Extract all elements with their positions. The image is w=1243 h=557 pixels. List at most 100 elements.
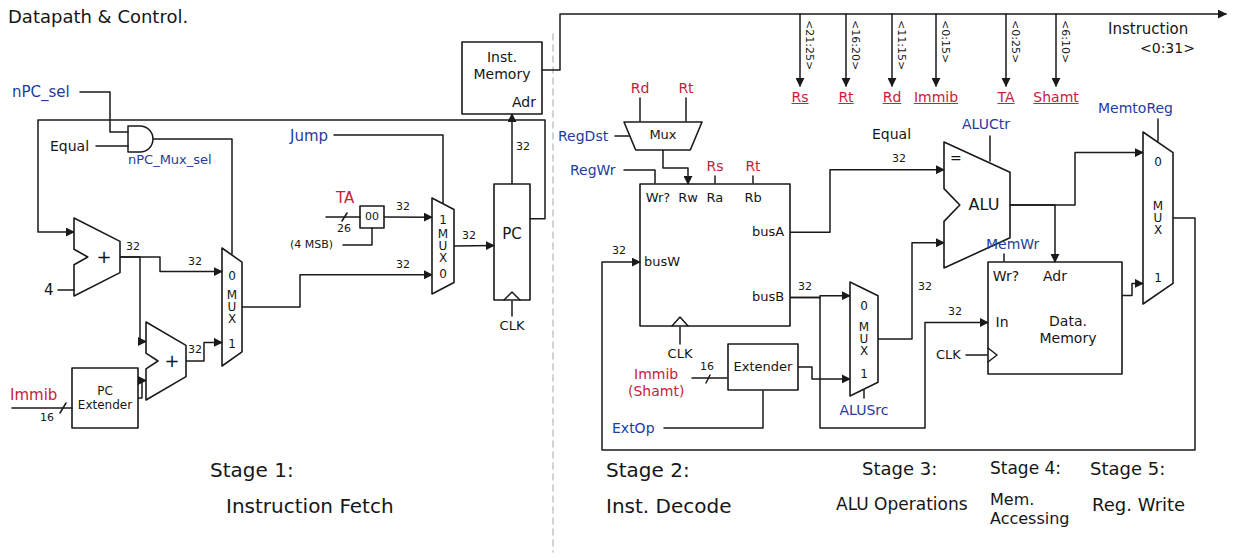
field-name: Immib xyxy=(914,89,958,106)
data-wire xyxy=(639,98,641,121)
datapath-wire xyxy=(384,216,432,218)
clock-wire xyxy=(679,327,681,344)
field-name: Rt xyxy=(678,80,693,97)
wire-label: Equal xyxy=(50,138,89,155)
node-text: busW xyxy=(644,254,680,270)
field-wire xyxy=(1055,14,1057,86)
wire-label: 32 xyxy=(612,244,626,257)
wire-label: Instruction xyxy=(1108,20,1188,38)
data-wire xyxy=(326,216,360,218)
clock-symbol xyxy=(672,317,688,326)
control-wire xyxy=(624,170,655,183)
field-wire xyxy=(891,14,893,86)
node-shape xyxy=(146,322,186,400)
and-gate xyxy=(128,126,153,152)
stage-divider xyxy=(552,34,554,552)
field-name: Rt xyxy=(745,158,760,175)
stage-label: Inst. Decode xyxy=(606,494,732,518)
control-signal: ALUSrc xyxy=(840,402,889,419)
control-wire xyxy=(96,145,128,147)
clock-wire xyxy=(966,354,987,356)
datapath-wire xyxy=(454,245,494,247)
datapath-wire xyxy=(1010,153,1143,205)
node-text: ALU xyxy=(969,195,1000,214)
control-signal: Jump xyxy=(290,127,328,145)
node-text: Adr xyxy=(1043,268,1067,285)
node-text: MUX xyxy=(1152,200,1164,236)
node-text: Inst. Memory xyxy=(467,49,537,83)
data-wire xyxy=(752,176,754,183)
data-wire xyxy=(58,289,74,291)
bit-field: <6:10> xyxy=(1059,20,1072,63)
node-text: Mux xyxy=(649,127,676,143)
field-name: Rt xyxy=(838,89,853,106)
node-text: PC xyxy=(502,225,522,243)
stage-label: Reg. Write xyxy=(1092,494,1185,516)
wire-label: CLK xyxy=(500,318,525,334)
wire-label: 32 xyxy=(188,343,202,356)
node-shape xyxy=(1143,132,1173,304)
bit-field: <0:15> xyxy=(939,20,952,63)
bit-field: <0:25> xyxy=(1009,20,1022,63)
control-signal: RegDst xyxy=(558,128,608,145)
control-signal: ALUCtr xyxy=(962,116,1010,133)
wire-label: 32 xyxy=(462,229,476,242)
datapath-wire xyxy=(878,243,944,339)
field-wire xyxy=(935,14,937,86)
datapath-wire xyxy=(1010,205,1055,262)
datapath-wire xyxy=(186,342,222,361)
node-text: In xyxy=(996,314,1009,331)
node-shape xyxy=(728,344,798,390)
stage-label: Instruction Fetch xyxy=(226,494,394,518)
field-name: Rs xyxy=(707,158,724,175)
control-signal: RegWr xyxy=(570,162,616,179)
control-signal: nPC_Mux_sel xyxy=(128,152,212,168)
control-wire xyxy=(1003,254,1005,261)
memory-box: Wr?AdrInData. Memory xyxy=(988,262,1122,374)
datapath-wire xyxy=(602,218,1195,450)
node-text: Ra xyxy=(707,190,724,206)
node-shape xyxy=(432,198,454,294)
node-text: 1 xyxy=(439,213,447,227)
control-wire xyxy=(80,92,128,132)
mux-symbol: Mux xyxy=(624,122,702,150)
adder-symbol: + xyxy=(146,322,186,400)
mux-symbol: 0MUX1 xyxy=(1143,132,1173,304)
wire-label: 32 xyxy=(948,305,962,318)
node-shape xyxy=(72,368,138,428)
datapath-wire xyxy=(511,114,513,184)
node-text: Extender xyxy=(734,359,793,375)
node-text: MUX xyxy=(226,289,238,325)
diagram-title: Datapath & Control. xyxy=(8,6,188,28)
datapath-wire xyxy=(242,275,432,307)
datapath-wire xyxy=(1122,283,1143,295)
wire-label: 16 xyxy=(700,360,714,373)
mux-symbol: 0MUX1 xyxy=(222,248,242,366)
datapath-wire xyxy=(790,170,944,233)
data-wire xyxy=(714,176,716,183)
node-text: 1 xyxy=(228,337,236,351)
control-wire xyxy=(989,136,991,161)
wire-label: 32 xyxy=(892,152,906,165)
mux-symbol: 0MUX1 xyxy=(850,282,878,396)
wire-label: CLK xyxy=(936,347,961,363)
stage-label: Mem. Accessing xyxy=(990,490,1078,528)
node-text: Rw xyxy=(678,190,698,206)
wire-label: 32 xyxy=(396,200,410,213)
bus-slash xyxy=(342,213,347,221)
node-text: 0 xyxy=(1154,155,1162,169)
node-shape xyxy=(988,262,1122,374)
field-wire xyxy=(845,14,847,86)
field-name: Rd xyxy=(883,89,902,106)
node-text: 1 xyxy=(860,367,868,381)
bit-field: <16:20> xyxy=(849,20,862,70)
field-name: (Shamt) xyxy=(628,383,684,400)
node-shape xyxy=(222,248,242,366)
field-name: Immib xyxy=(634,366,678,383)
field-name: Immib xyxy=(10,386,57,404)
wire-label: CLK xyxy=(668,346,693,362)
node-shape xyxy=(462,42,542,114)
datapath-wire xyxy=(38,120,545,232)
field-wire xyxy=(1005,14,1007,86)
